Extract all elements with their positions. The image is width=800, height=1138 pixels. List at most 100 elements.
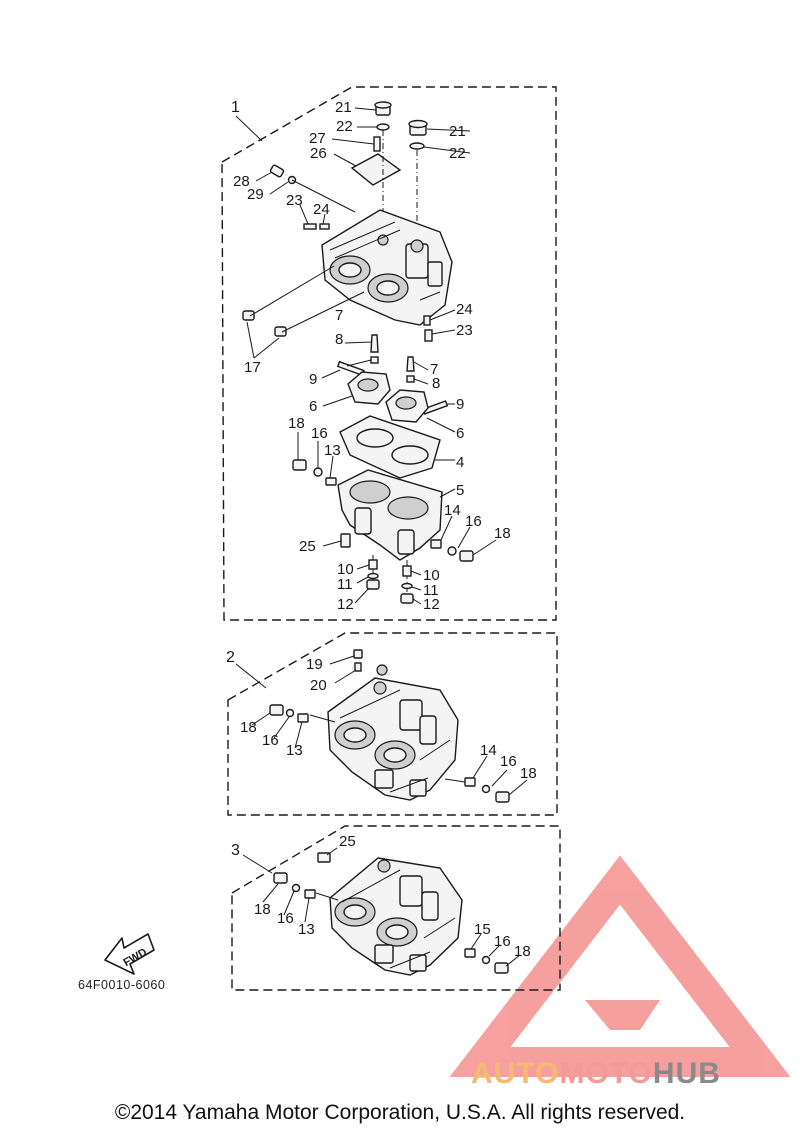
washer-22-left [376, 123, 390, 131]
screw-17-upper [242, 310, 255, 321]
main-jet-10-left [368, 559, 378, 570]
screw-28 [269, 164, 285, 178]
spring-20 [354, 662, 362, 672]
screw-25-g3 [317, 852, 331, 863]
callout-g2-2: 18 [240, 719, 257, 736]
plug-18-left [292, 459, 307, 471]
callout-g1-11: 23 [456, 322, 473, 339]
watermark-word-auto: AUTO [471, 1057, 560, 1090]
callout-g1-31: 11 [337, 576, 353, 593]
callout-g1-6: 28 [233, 173, 250, 190]
cap-21-left [374, 101, 392, 116]
callout-g1-21: 18 [288, 415, 305, 432]
drain-plug-12-left [366, 579, 380, 590]
group-3-parts [262, 847, 521, 976]
spring-24-left [319, 223, 330, 230]
callout-g1-35: 12 [423, 596, 440, 613]
watermark-word-moto: MOTO [559, 1057, 653, 1090]
callout-g1-30: 10 [337, 561, 354, 578]
callout-g3-2: 16 [277, 910, 294, 927]
callout-g1-5: 26 [310, 145, 327, 162]
callout-g3-0: 25 [339, 833, 356, 850]
plug-18-g2-right [495, 791, 510, 803]
callout-g1-10: 24 [456, 301, 473, 318]
callout-g1-4: 27 [309, 130, 326, 147]
callout-g3-4: 15 [474, 921, 491, 938]
cap-21-right [408, 119, 428, 136]
callout-g1-14: 8 [335, 331, 343, 348]
plug-18-g3-left [273, 872, 288, 884]
callout-g2-4: 13 [286, 742, 303, 759]
drawing-code: 64F0010-6060 [78, 978, 166, 992]
callout-g1-15: 7 [430, 361, 438, 378]
callout-g1-32: 12 [337, 596, 354, 613]
drain-plug-12-right [400, 593, 414, 604]
washer-16-g2-right [481, 784, 491, 794]
callout-g1-20: 6 [456, 425, 464, 442]
needle-clip-8-right [406, 375, 415, 383]
jet-needle-7-left [370, 334, 379, 353]
callout-g2-1: 20 [310, 677, 327, 694]
copyright-notice: ©2014 Yamaha Motor Corporation, U.S.A. A… [114, 1101, 686, 1124]
float-6-right [385, 389, 429, 423]
screw-17-lower [274, 326, 287, 337]
screw-13-g3-left [304, 889, 316, 899]
carburetor-assembly-2 [327, 664, 459, 801]
washer-16-g3-right [481, 955, 491, 965]
float-bowl-5 [337, 469, 443, 561]
screw-25-upper [340, 533, 351, 548]
callouts-group-1: 21 22 21 22 27 26 28 29 23 24 24 23 17 7… [233, 99, 511, 613]
plug-18-right [459, 550, 474, 562]
screw-15-g3-right [464, 948, 476, 958]
callout-g1-13: 7 [335, 307, 343, 324]
spring-24-right [423, 315, 431, 326]
fwd-direction-arrow: FWD [104, 933, 155, 975]
callout-g1-29: 25 [299, 538, 316, 555]
washer-16-left [313, 467, 323, 477]
group-1-outline [221, 86, 557, 621]
screw-23-left [303, 223, 317, 230]
callout-g1-34: 11 [423, 582, 439, 599]
callout-g1-0: 21 [335, 99, 352, 116]
group-1-parts [242, 101, 497, 605]
gasket-11-right [401, 582, 413, 590]
washer-16-g2-left [285, 708, 295, 718]
callout-g1-9: 24 [313, 201, 330, 218]
callout-g1-19: 6 [309, 398, 317, 415]
callout-g1-3: 22 [449, 145, 466, 162]
group-2-parts [251, 649, 528, 803]
main-jet-10-right [402, 565, 412, 577]
callout-g1-7: 29 [247, 186, 264, 203]
watermark-wordmark: AUTOMOTOHUB [471, 1057, 721, 1091]
callouts-group-3: 25 18 16 13 15 16 18 [254, 833, 531, 960]
callout-g2-6: 16 [500, 753, 517, 770]
screw-23-right [424, 329, 433, 342]
callout-g1-12: 17 [244, 359, 261, 376]
float-6-left [347, 371, 391, 405]
callout-g1-18: 9 [456, 396, 464, 413]
group-3-outline [231, 825, 561, 991]
watermark-triangle-logo [449, 855, 791, 1077]
cover-plate-26 [350, 153, 402, 186]
screw-14-g2-right [464, 777, 476, 787]
group-label-2: 2 [226, 649, 235, 666]
callout-g1-27: 16 [465, 513, 482, 530]
group-label-3: 3 [231, 842, 240, 859]
callout-g1-24: 4 [456, 454, 464, 471]
callout-g1-8: 23 [286, 192, 303, 209]
group-2-outline [227, 632, 558, 816]
callout-g1-16: 8 [432, 375, 440, 392]
callout-g3-3: 13 [298, 921, 315, 938]
watermark-word-hub: HUB [652, 1057, 721, 1090]
callout-g1-22: 16 [311, 425, 328, 442]
callout-g1-17: 9 [309, 371, 317, 388]
group-label-1: 1 [231, 99, 240, 116]
screw-27 [373, 136, 381, 152]
callout-g3-1: 18 [254, 901, 271, 918]
washer-16-right [447, 546, 457, 556]
callout-g3-5: 16 [494, 933, 511, 950]
screw-19 [353, 649, 363, 659]
callout-g1-2: 21 [449, 123, 466, 140]
plug-18-g2-left [269, 704, 284, 716]
callout-g1-33: 10 [423, 567, 440, 584]
